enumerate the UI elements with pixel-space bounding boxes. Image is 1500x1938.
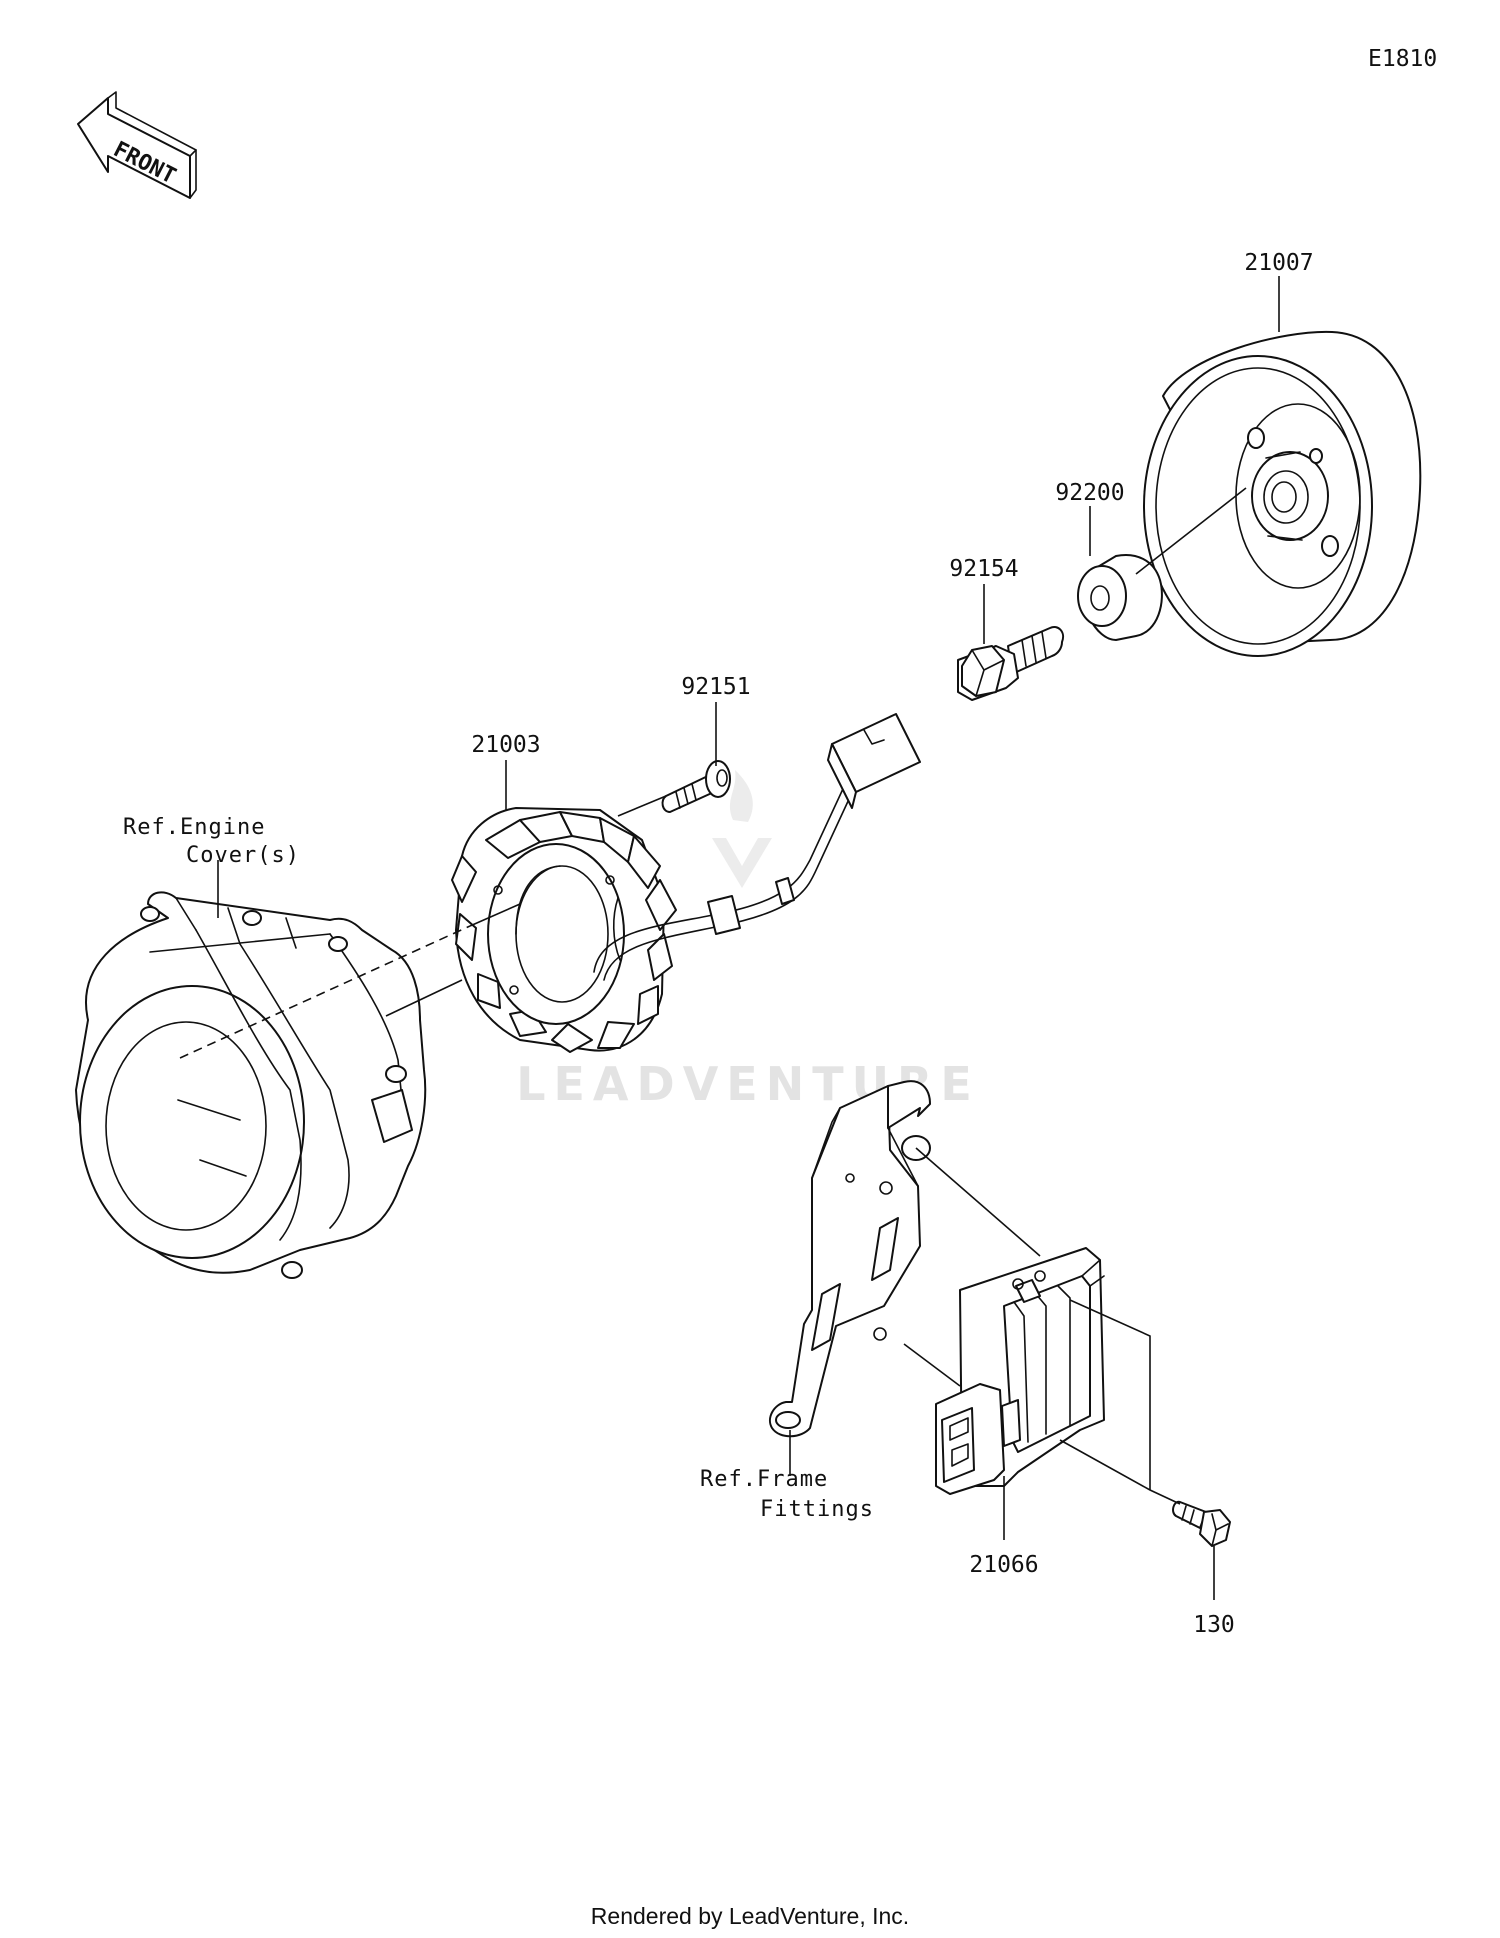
regulator-rectifier: [935, 1247, 1105, 1495]
part-number-92154: 92154: [949, 556, 1018, 582]
ref-engine-cover-line2: Cover(s): [186, 843, 300, 868]
diagram-code: E1810: [1368, 46, 1437, 72]
flywheel-bolt: [957, 626, 1064, 701]
part-number-92200: 92200: [1055, 480, 1124, 506]
ref-engine-cover-line1: Ref.Engine: [123, 815, 265, 840]
footer-credit: Rendered by LeadVenture, Inc.: [591, 1903, 909, 1929]
part-number-92151: 92151: [681, 674, 750, 700]
part-number-21066: 21066: [969, 1552, 1038, 1578]
front-arrow-icon: FRONT: [77, 91, 197, 199]
part-number-130: 130: [1193, 1612, 1235, 1638]
part-number-21003: 21003: [471, 732, 540, 758]
engine-cover: [75, 891, 427, 1279]
stator-coil: [451, 713, 921, 1053]
leader-lines: [179, 276, 1280, 1600]
part-number-21007: 21007: [1244, 250, 1313, 276]
frame-bracket: [768, 1080, 931, 1438]
flywheel-rotor: [1143, 330, 1422, 657]
regulator-bolt: [1172, 1500, 1231, 1547]
ref-frame-fittings-line2: Fittings: [760, 1497, 874, 1522]
washer: [1077, 554, 1163, 641]
stator-bolt: [661, 760, 731, 813]
ref-frame-fittings-line1: Ref.Frame: [700, 1467, 828, 1492]
